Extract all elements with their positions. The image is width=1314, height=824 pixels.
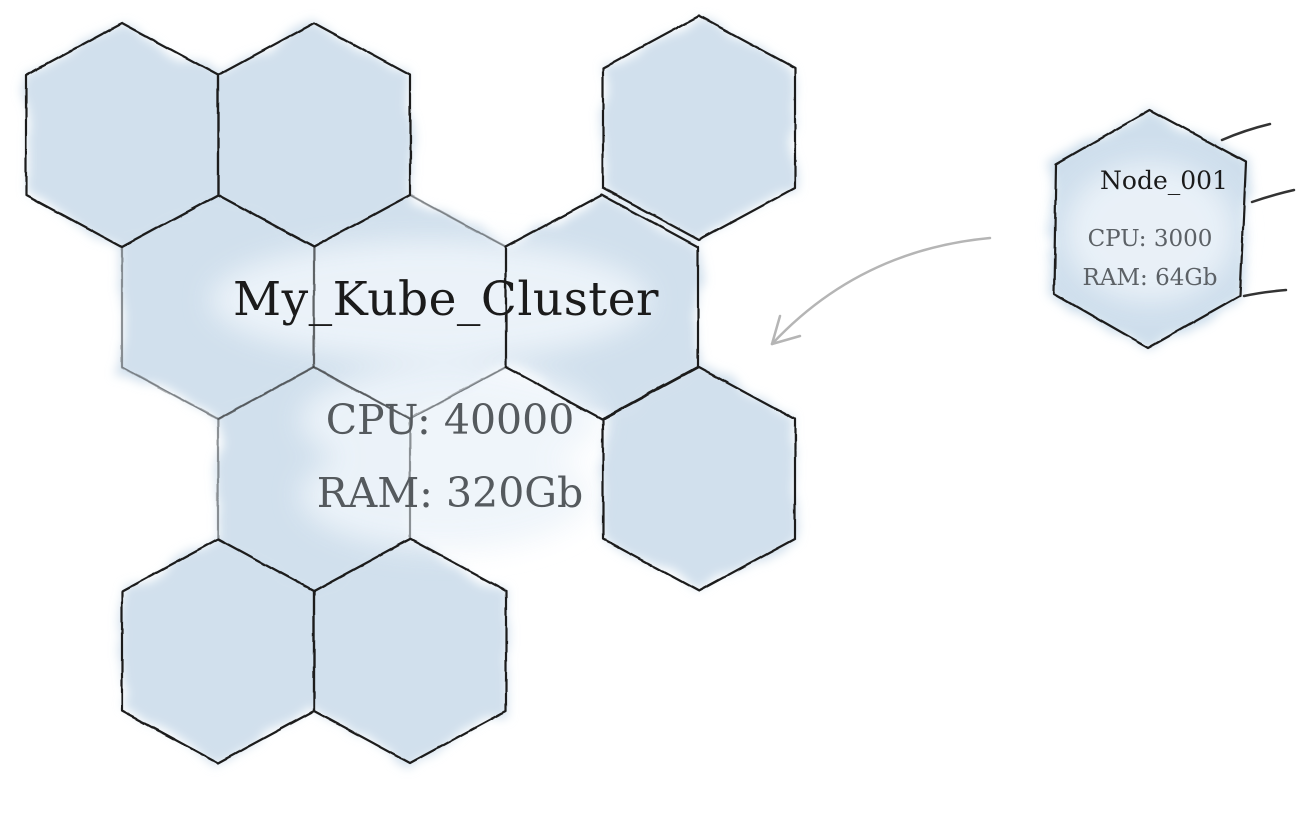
node-cpu-label: CPU: 3000 bbox=[1087, 226, 1213, 252]
join-arrow bbox=[770, 236, 992, 346]
arrow-head bbox=[770, 314, 802, 346]
node-motion-lines bbox=[1220, 122, 1296, 298]
cluster-cpu-label: CPU: 40000 bbox=[325, 396, 575, 444]
cluster-hex-wash bbox=[26, 23, 218, 247]
motion-line bbox=[1250, 188, 1296, 204]
node-label-cloud bbox=[1065, 162, 1235, 302]
cluster-hexagon bbox=[312, 537, 508, 765]
cluster-hex-wash bbox=[314, 539, 506, 763]
cluster-hex-wash bbox=[218, 23, 410, 247]
cluster-title: My_Kube_Cluster bbox=[233, 272, 659, 327]
motion-line bbox=[1220, 122, 1272, 142]
cluster-hexagon bbox=[601, 14, 797, 242]
cluster-hex-outlines bbox=[24, 14, 797, 765]
arrow-shaft bbox=[770, 236, 992, 346]
node-hex-outline bbox=[1052, 108, 1248, 350]
cluster-label-cloud bbox=[210, 240, 650, 550]
motion-line bbox=[1242, 288, 1288, 298]
node-hexagon bbox=[1050, 108, 1250, 350]
cluster-ram-label: RAM: 320Gb bbox=[316, 469, 584, 517]
node-title: Node_001 bbox=[1100, 166, 1228, 195]
cluster-hexagon bbox=[601, 365, 797, 593]
cluster-hex-wash bbox=[603, 16, 795, 240]
cluster-hex-wash bbox=[603, 367, 795, 591]
node-ram-label: RAM: 64Gb bbox=[1082, 265, 1218, 291]
cluster-hex-wash bbox=[122, 539, 314, 763]
